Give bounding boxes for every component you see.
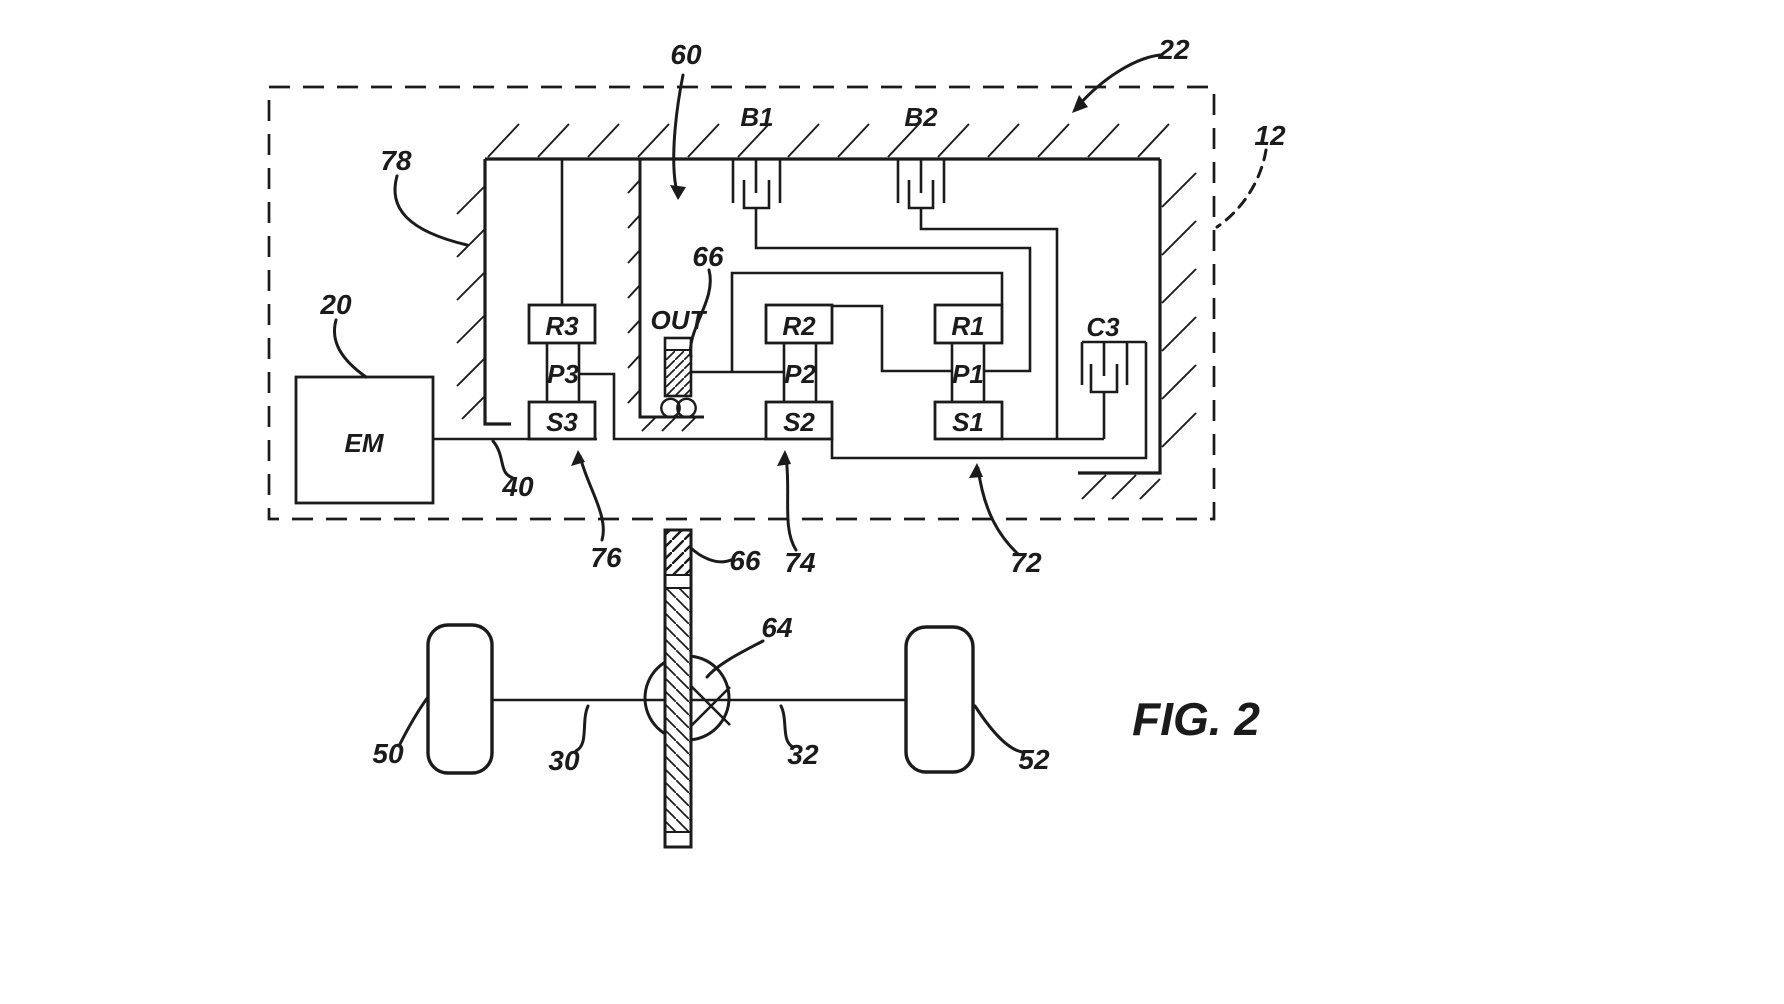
ring1-box — [933, 303, 1004, 345]
reference-numerals: 20 78 60 22 12 B1 B2 C3 66 40 76 74 72 6… — [319, 34, 1286, 776]
leader-74 — [784, 454, 798, 552]
motor-label: EM — [345, 428, 385, 458]
ref-78: 78 — [380, 145, 412, 176]
sun3-box — [527, 400, 597, 441]
ref-30: 30 — [548, 745, 580, 776]
ref-12: 12 — [1254, 120, 1286, 151]
leader-52 — [973, 704, 1024, 754]
ref-72: 72 — [1010, 547, 1042, 578]
differential-cross — [690, 685, 731, 727]
sun2-clutch-line — [830, 342, 1148, 460]
leader-66-lower — [688, 545, 733, 564]
carrier3-sun2-coupling — [579, 372, 766, 441]
ref-52: 52 — [1018, 744, 1050, 775]
leader-66-upper — [688, 268, 712, 359]
ref-76: 76 — [590, 542, 622, 573]
clutch-c3-symbol — [1080, 340, 1146, 439]
ring2-label: R2 — [782, 311, 816, 341]
ref-66-upper: 66 — [692, 241, 724, 272]
leader-20 — [333, 318, 368, 379]
ref-22: 22 — [1157, 34, 1190, 65]
bearing-roller-right — [676, 397, 697, 419]
right-wheel — [904, 625, 975, 774]
ref-60: 60 — [670, 39, 702, 70]
ref-66-lower: 66 — [729, 545, 761, 576]
ref-40: 40 — [501, 471, 534, 502]
leader-40 — [491, 439, 515, 480]
planetary-gearset-3: R3 P3 S3 — [527, 303, 597, 441]
arrowhead-74 — [777, 450, 791, 466]
housing-left-wall — [456, 159, 511, 426]
leader-lines — [333, 53, 1268, 754]
ring2-carrier1-coupling — [832, 304, 952, 373]
sun3-label: S3 — [546, 407, 578, 437]
arrowhead-76 — [571, 450, 585, 466]
leader-60 — [672, 73, 685, 198]
leader-50 — [397, 695, 430, 748]
sun1-box — [933, 400, 1004, 441]
leader-30 — [574, 704, 590, 753]
housing-right-wall — [1078, 159, 1197, 500]
drivetrain — [426, 528, 975, 849]
ref-32: 32 — [787, 739, 819, 770]
ring2-box — [764, 303, 834, 345]
leader-32 — [779, 704, 795, 749]
ref-20: 20 — [319, 289, 352, 320]
leader-78 — [393, 174, 469, 247]
housing-top-wall — [485, 123, 1170, 161]
arrowhead-72 — [969, 463, 983, 478]
carrier2-label: P2 — [784, 359, 816, 389]
ref-64: 64 — [761, 612, 793, 643]
sun2-label: S2 — [783, 407, 815, 437]
carrier1-label: P1 — [952, 359, 984, 389]
out-ring1-carrier2-coupling — [691, 271, 1004, 374]
electric-motor-box: EM — [294, 375, 435, 505]
sun1-label: S1 — [952, 407, 984, 437]
arrowhead-60 — [670, 185, 686, 200]
ring1-label: R1 — [951, 311, 984, 341]
leader-72 — [976, 466, 1020, 556]
ref-c3: C3 — [1086, 312, 1120, 342]
brake-b2-symbol — [896, 159, 946, 210]
brake-b1-symbol — [731, 159, 782, 210]
leader-12-dashed — [1215, 148, 1268, 229]
output-gear-shaft-bar — [663, 528, 693, 849]
transmission-boundary-dashed-box — [267, 85, 1216, 521]
planetary-gearset-1: R1 P1 S1 — [933, 303, 1004, 441]
sun2-box — [764, 400, 834, 441]
figure-caption: FIG. 2 — [1132, 693, 1260, 745]
ring3-label: R3 — [545, 311, 579, 341]
ref-50: 50 — [372, 738, 404, 769]
carrier3-label: P3 — [547, 359, 579, 389]
ref-b2: B2 — [904, 102, 938, 132]
bearing-roller-left — [660, 397, 681, 419]
brake2-sun1-link — [919, 208, 1059, 439]
leader-76 — [578, 454, 605, 542]
ring3-box — [527, 303, 597, 345]
planetary-gearset-2: R2 P2 S2 — [764, 303, 834, 441]
out-bearing-ground-hatch — [641, 416, 697, 432]
leader-64 — [705, 639, 765, 679]
arrowhead-22 — [1072, 95, 1088, 113]
leader-22 — [1076, 53, 1162, 108]
ref-74: 74 — [784, 547, 816, 578]
ref-b1: B1 — [740, 102, 773, 132]
brake1-carrier1-link — [754, 208, 1032, 373]
